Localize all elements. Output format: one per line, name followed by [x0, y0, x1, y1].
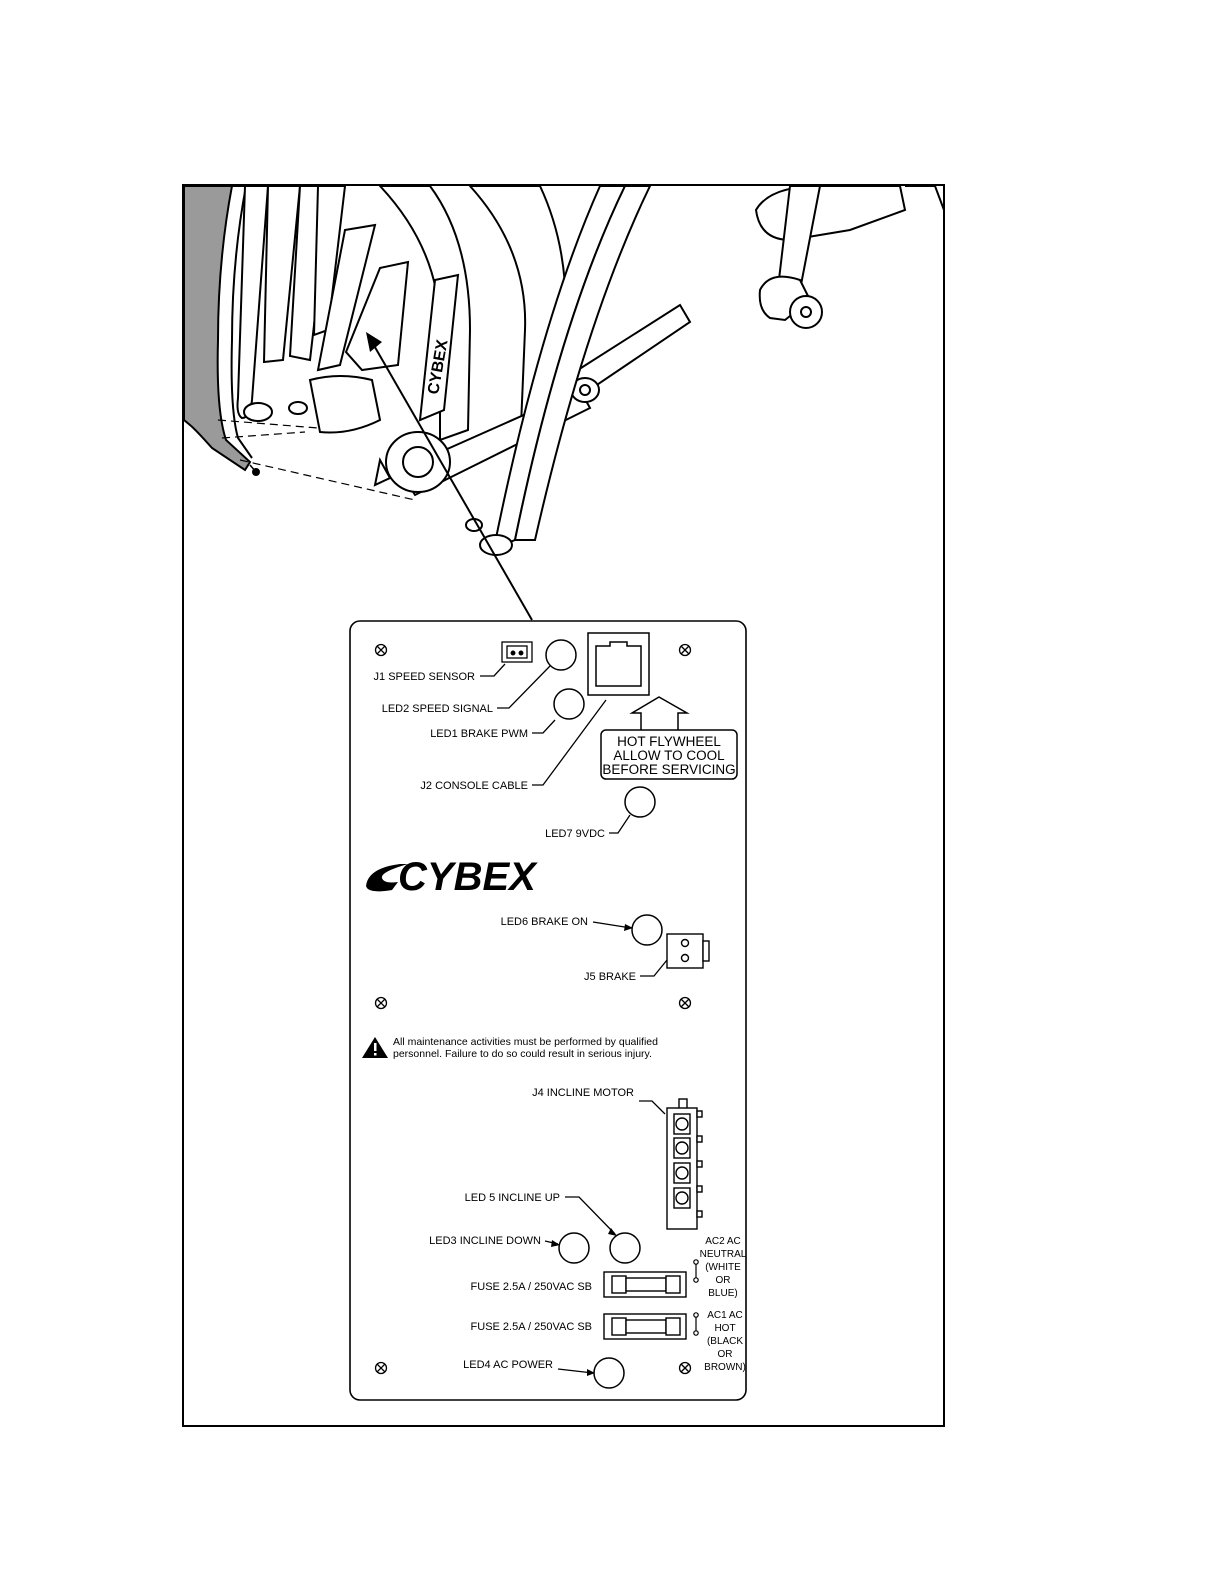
label-ac1-line-2: HOT [714, 1323, 735, 1334]
label-ac1-line-1: AC1 AC [707, 1310, 743, 1321]
caution-line-1: All maintenance activities must be perfo… [393, 1036, 658, 1048]
label-j5-brake: J5 BRAKE [584, 971, 636, 983]
label-led5-incline-up: LED 5 INCLINE UP [465, 1192, 560, 1204]
label-ac2-line-1: AC2 AC [705, 1236, 741, 1247]
label-fuse-top: FUSE 2.5A / 250VAC SB [471, 1281, 592, 1293]
caution-notice: All maintenance activities must be perfo… [362, 1036, 658, 1060]
label-j2-console-cable: J2 CONSOLE CABLE [420, 780, 528, 792]
led5-indicator [609, 1232, 641, 1264]
mounting-holes [374, 643, 692, 1375]
label-led6-brake-on: LED6 BRAKE ON [501, 916, 588, 928]
leader-arrowheads [551, 924, 633, 1376]
j2-connector [587, 632, 650, 696]
control-board: HOT FLYWHEEL ALLOW TO COOL BEFORE SERVIC… [349, 620, 747, 1401]
caution-line-2: personnel. Failure to do so could result… [393, 1048, 652, 1060]
warning-line-1: HOT FLYWHEEL [617, 734, 721, 749]
ac-terminals [693, 1259, 699, 1336]
fuse-top [603, 1271, 687, 1298]
hot-flywheel-warning: HOT FLYWHEEL ALLOW TO COOL BEFORE SERVIC… [600, 696, 738, 780]
label-ac1-line-5: BROWN) [704, 1362, 746, 1373]
led3-indicator [558, 1232, 590, 1264]
label-j4-incline-motor: J4 INCLINE MOTOR [532, 1087, 634, 1099]
leader-arrow [366, 332, 533, 621]
label-ac1-line-3: (BLACK [707, 1336, 743, 1347]
led1-indicator [553, 688, 585, 720]
label-fuse-bottom: FUSE 2.5A / 250VAC SB [471, 1321, 592, 1333]
led7-indicator [624, 786, 656, 818]
j1-connector [501, 641, 533, 663]
j4-connector [666, 1098, 703, 1230]
label-ac2-line-4: OR [716, 1275, 731, 1286]
led6-indicator [631, 914, 663, 946]
label-ac2-line-5: BLUE) [708, 1288, 737, 1299]
fuse-bottom [603, 1313, 687, 1340]
label-led7-9vdc: LED7 9VDC [545, 828, 605, 840]
label-led3-incline-down: LED3 INCLINE DOWN [429, 1235, 541, 1247]
figure-frame [182, 184, 945, 1427]
label-ac1-line-4: OR [718, 1349, 733, 1360]
led4-indicator [593, 1357, 625, 1389]
warning-line-3: BEFORE SERVICING [602, 762, 735, 777]
label-led2-speed-signal: LED2 SPEED SIGNAL [382, 703, 493, 715]
led2-indicator [545, 639, 577, 671]
label-j1-speed-sensor: J1 SPEED SENSOR [374, 671, 476, 683]
brand-wordmark: CYBEX [398, 855, 538, 899]
j5-connector [666, 933, 710, 969]
cybex-logo: CYBEX [366, 855, 538, 899]
leader-lines [480, 663, 668, 1374]
machine-illustration: CYBEX [183, 185, 945, 556]
label-led1-brake-pwm: LED1 BRAKE PWM [430, 728, 528, 740]
warning-line-2: ALLOW TO COOL [613, 748, 725, 763]
label-led4-ac-power: LED4 AC POWER [463, 1359, 553, 1371]
label-ac2-line-2: NEUTRAL [700, 1249, 747, 1260]
label-ac2-line-3: (WHITE [705, 1262, 741, 1273]
